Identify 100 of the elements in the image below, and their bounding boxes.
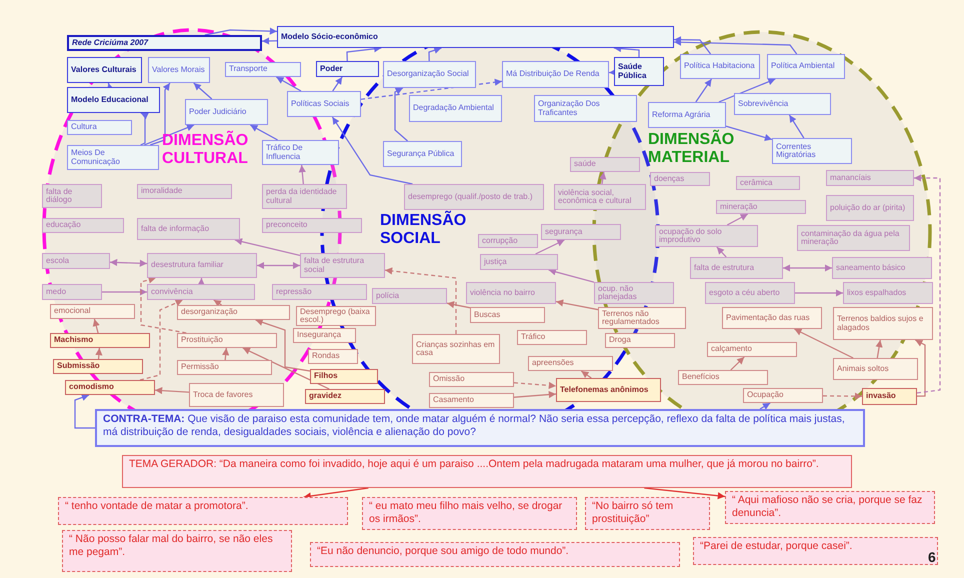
concept-box: repressão (272, 284, 367, 300)
concept-box: invasão (862, 388, 917, 405)
arrow (556, 299, 598, 310)
concept-box: calçamento (707, 342, 797, 357)
concept-box: Má Distribuição De Renda (502, 61, 609, 88)
concept-box: ocupação do solo improdutivo (655, 225, 758, 247)
arrow (298, 164, 306, 184)
counter-theme-box: CONTRA-TEMA: Que visão de paraiso esta comunidade tem, onde matar alguém é normal? Não seria essa percepção, reflexo da falta de política mais justas, má distribuição de renda, desigualdades sociais, violência e alienação do povo? (95, 409, 865, 447)
concept-box: escola (42, 253, 110, 269)
concept-box: saneamento básico (832, 257, 932, 279)
concept-box: Rondas (308, 349, 358, 364)
quote-box: “Eu não denuncio, porque sou amigo de todo mundo”. (310, 542, 680, 567)
concept-box: Animais soltos (833, 358, 918, 380)
arrow (394, 87, 408, 142)
quote-box: “ Não posso falar mal do bairro, se não eles me pegam”. (62, 530, 292, 572)
arrow (198, 278, 205, 286)
concept-box: convivência (147, 284, 255, 300)
concept-box: Insegurança (293, 328, 356, 343)
concept-box: perda da identidade cultural (262, 184, 347, 209)
arrow (514, 390, 556, 398)
concept-box: saúde (570, 157, 640, 172)
arrow (726, 213, 748, 226)
quote-box: “No bairro só tem prostituição” (585, 497, 710, 530)
arrow (718, 78, 776, 103)
arrow (674, 38, 798, 54)
concept-box: Política Habitaciona (680, 54, 760, 79)
concept-box: Troca de favores (189, 383, 284, 407)
arrow (914, 174, 941, 394)
concept-box: desorganização (177, 305, 290, 320)
concept-box: desemprego (qualif./posto de trab.) (404, 184, 544, 210)
concept-box: polícia (372, 288, 447, 304)
arrow (794, 328, 854, 359)
concept-box: Segurança Pública (383, 141, 462, 167)
quote-box: “ tenho vontade de matar a promotora”. (58, 497, 348, 525)
concept-box: justiça (480, 254, 558, 270)
concept-box: Machismo (50, 333, 150, 348)
concept-box: Benefícios (678, 370, 768, 385)
concept-box: Crianças sozinhas em casa (412, 334, 500, 364)
arrow (759, 402, 771, 410)
arrow (74, 394, 95, 429)
arrow (102, 288, 147, 296)
concept-box: Terrenos não regulamentados (598, 307, 686, 329)
dimension-title: DIMENSÃO MATERIAL (648, 131, 736, 166)
arrow (788, 114, 804, 138)
arrow (332, 116, 413, 185)
arrow (213, 300, 222, 307)
arrow (140, 276, 186, 334)
concept-box: Política Ambiental (767, 54, 845, 79)
concept-box: Telefonemas anônimos (556, 378, 661, 402)
arrow (876, 340, 883, 358)
concept-box: Omissão (429, 372, 514, 387)
concept-box: preconceito (262, 218, 362, 233)
concept-box: Saúde Pública (614, 57, 664, 86)
concept-box: Droga (605, 333, 675, 348)
concept-box: Modelo Educacional (67, 87, 160, 113)
concept-box: educação (42, 218, 124, 233)
arrow (548, 268, 594, 283)
concept-box: Submissão (53, 359, 143, 374)
arrow (795, 289, 843, 297)
arrow (599, 172, 606, 184)
concept-box: esgoto a céu aberto (705, 282, 795, 304)
arrow (608, 68, 616, 76)
concept-box: Valores Culturais (67, 57, 142, 83)
arrow (204, 28, 278, 36)
concept-box: desestrutura familiar (147, 253, 257, 278)
arrow (222, 348, 230, 360)
dimension-title: DIMENSÃO CULTURAL (162, 132, 250, 168)
concept-box: cerâmica (736, 176, 800, 190)
arrow (580, 370, 592, 378)
arrow (154, 387, 190, 394)
concept-box: Prostituição (177, 333, 277, 348)
concept-box: Poder (316, 61, 379, 77)
concept-box: Terrenos baldios sujos e alagados (833, 307, 933, 340)
concept-box: falta de estrutura social (300, 253, 385, 278)
arrow (150, 82, 170, 146)
concept-box: Degradação Ambiental (409, 95, 502, 122)
concept-box: violência no bairro (466, 282, 556, 304)
arrow (730, 356, 745, 370)
concept-box: falta de diálogo (42, 184, 102, 208)
arrow (255, 318, 310, 372)
concept-box: doenças (650, 172, 710, 186)
concept-box: ocup. não planejadas (594, 282, 674, 304)
concept-box: Políticas Sociais (287, 91, 361, 117)
concept-box: violência social, econômica e cultural (554, 184, 646, 210)
concept-box: Reforma Agrária (648, 102, 726, 128)
arrow (446, 301, 470, 308)
concept-box: gravidez (305, 389, 385, 404)
concept-box: Tráfico (517, 330, 587, 345)
arrow (384, 267, 457, 334)
concept-box: Permissão (177, 360, 272, 375)
concept-box: medo (42, 284, 102, 300)
concept-box: Buscas (470, 307, 545, 323)
concept-box: Cultura (67, 120, 132, 135)
concept-box: manancíais (826, 170, 914, 186)
concept-box: Modelo Sócio-econômico (277, 26, 674, 48)
arrow (823, 392, 862, 400)
concept-box: Pavimentação das ruas (722, 307, 822, 329)
concept-box: falta de estrutura (690, 257, 783, 279)
dimension-title: DIMENSÃO SOCIAL (380, 212, 468, 248)
arrow (428, 46, 442, 62)
